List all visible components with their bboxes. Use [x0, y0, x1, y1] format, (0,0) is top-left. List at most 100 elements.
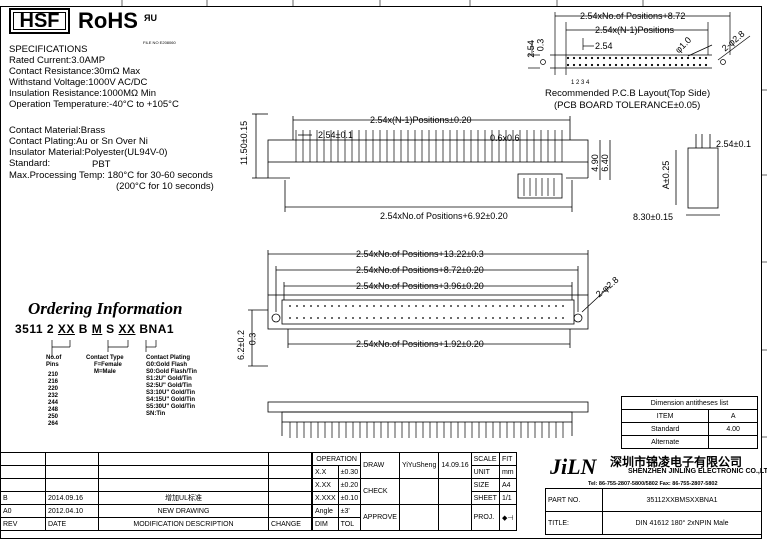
pins-value: 250 [48, 414, 59, 420]
pins-value: 216 [48, 379, 59, 385]
jiln-logo: JiLN [550, 454, 597, 479]
plating-value: S5:30U" Gold/Tin [146, 404, 196, 410]
front-dim-offset: 0.3 [247, 332, 258, 346]
material-line: Contact Plating:Au or Sn Over Ni [9, 136, 148, 147]
plating-label: Contact Plating [146, 355, 191, 361]
pins-value: 264 [48, 421, 59, 427]
ul-file-number: FILE NO E208060 [143, 40, 176, 45]
tol-key: X.X [312, 465, 339, 479]
revision-cell: 2014.09.16 [45, 491, 99, 505]
dimension-header: A [708, 409, 758, 423]
sheet-value: 1/1 [498, 491, 517, 505]
unit-label: UNIT [470, 465, 500, 479]
processing-note: (200°C for 10 seconds) [116, 181, 214, 192]
spec-line: Withstand Voltage:1000V AC/DC [9, 77, 148, 88]
revision-cell: 增加UL标准 [98, 491, 269, 505]
company-contact: Tel: 86-755-2807-5800/5802 Fax: 86-755-2… [588, 481, 718, 487]
part-table: PART NO.35112XXBMSXXBNA1 TITLE:DIN 41612… [545, 488, 762, 535]
material-line: Contact Material:Brass [9, 125, 106, 136]
pins-value: 232 [48, 393, 59, 399]
material-line: Standard: [9, 158, 51, 169]
spec-line: Operation Temperature:-40°C to +105°C [9, 99, 179, 110]
title-value: DIN 41612 180° 2xNPIN Male [602, 511, 762, 535]
pins-label: No.of Pins [46, 355, 62, 368]
front-dim-overall: 2.54xNo.of Positions+13.22±0.3 [356, 249, 484, 259]
sheet-label: SHEET [470, 491, 500, 505]
code-part: M [91, 322, 103, 336]
revision-header: MODIFICATION DESCRIPTION [98, 517, 269, 531]
material-line: Insulator Material:Polyester(UL94V-0) [9, 147, 168, 158]
revision-cell [268, 491, 312, 505]
front-dim-bottom: 2.54xNo.of Positions+1.92±0.20 [356, 339, 484, 349]
tol-key: X.XX [312, 478, 339, 492]
tol-value: ±3' [337, 504, 362, 518]
spec-line: Contact Resistance:30mΩ Max [9, 66, 141, 77]
revision-header: DATE [45, 517, 99, 531]
pcb-layout-title: Recommended P.C.B Layout(Top Side) [545, 88, 711, 99]
plating-value: G0:Gold Flash [146, 362, 188, 368]
spec-line: Rated Current:3.0AMP [9, 55, 106, 66]
code-part: B [78, 322, 88, 336]
rohs-mark: RoHS [78, 8, 138, 33]
pcb-tolerance: (PCB BOARD TOLERANCE±0.05) [554, 100, 701, 111]
spec-title: SPECIFICATIONS [9, 44, 88, 55]
revision-cell [268, 504, 312, 518]
contact-type-value: F=Female [94, 362, 122, 368]
pins-value: 248 [48, 407, 59, 413]
ul-mark-icon: ЯU [144, 13, 157, 23]
dimension-cell: Standard [620, 422, 710, 436]
code-part: BNA1 [139, 322, 175, 336]
pins-value: 220 [48, 386, 59, 392]
pins-value: 210 [48, 372, 59, 378]
dim-label: DIM [312, 517, 339, 531]
part-no-label: PART NO. [545, 488, 603, 512]
pins-value: 244 [48, 400, 59, 406]
scale-label: SCALE [470, 452, 500, 466]
hsf-logo: HSF [9, 8, 70, 34]
company-name-cn: 深圳市锦凌电子有限公司 [610, 455, 743, 469]
standard-value: PBT [92, 159, 111, 170]
projection-icon: ◆⊣ [498, 504, 517, 531]
revision-cell: A0 [0, 504, 46, 518]
proj-label: PROJ. [470, 504, 500, 531]
draw-date: 14.09.16 [438, 452, 472, 479]
code-part: XX [57, 322, 75, 336]
side-dim-pitch: 2.54±0.1 [318, 130, 353, 140]
revision-cell: 2012.04.10 [45, 504, 99, 518]
front-dim-height: 6.2±0.2 [235, 330, 246, 360]
end-dim-a: A±0.25 [661, 160, 672, 190]
side-dim-pitch-n: 2.54x(N-1)Positions±0.20 [370, 115, 472, 125]
dimension-header: ITEM [620, 409, 710, 423]
pcb-dim-total: 2.54xNo.of Positions+8.72 [580, 11, 686, 21]
plating-value: S0:Gold Flash/Tin [146, 369, 197, 375]
front-dim-mount: 2.54xNo.of Positions+8.72±0.20 [356, 265, 484, 275]
revision-cell: NEW DRAWING [98, 504, 269, 518]
drawer-name: YiYuSheng [398, 452, 440, 479]
size-value: A4 [498, 478, 517, 492]
dimension-cell: 4.00 [708, 422, 758, 436]
plating-value: SN:Tin [146, 411, 166, 417]
spec-line: Insulation Resistance:1000MΩ Min [9, 88, 157, 99]
operation-label: OPERATION [311, 452, 362, 466]
revision-header: REV [0, 517, 46, 531]
tol-key: Angle [312, 504, 339, 518]
end-dim-pitch: 2.54±0.1 [716, 139, 751, 149]
company-name-en: SHENZHEN JINLING ELECTRONIC CO.,LTD [628, 468, 767, 475]
ordering-title: Ordering Information [28, 299, 183, 318]
ordering-code: 3511 2 XX B M S XX BNA1 [15, 322, 174, 336]
code-part: 2 [46, 322, 55, 336]
side-dim-pin: 0.6x0.6 [490, 133, 520, 143]
draw-label: DRAW [360, 452, 400, 479]
plating-value: S4:15U" Gold/Tin [146, 397, 196, 403]
contact-type-value: M=Male [94, 369, 116, 375]
pcb-dim-pitch-n: 2.54x(N-1)Positions [595, 25, 675, 35]
scale-value: FIT [498, 452, 517, 466]
dimension-cell [708, 435, 758, 449]
material-line: Max.Processing Temp: 180°C for 30-60 sec… [9, 170, 213, 181]
plating-value: S2:5U" Gold/Tin [146, 383, 192, 389]
code-part: XX [118, 322, 136, 336]
plating-value: S3:10U" Gold/Tin [146, 390, 196, 396]
